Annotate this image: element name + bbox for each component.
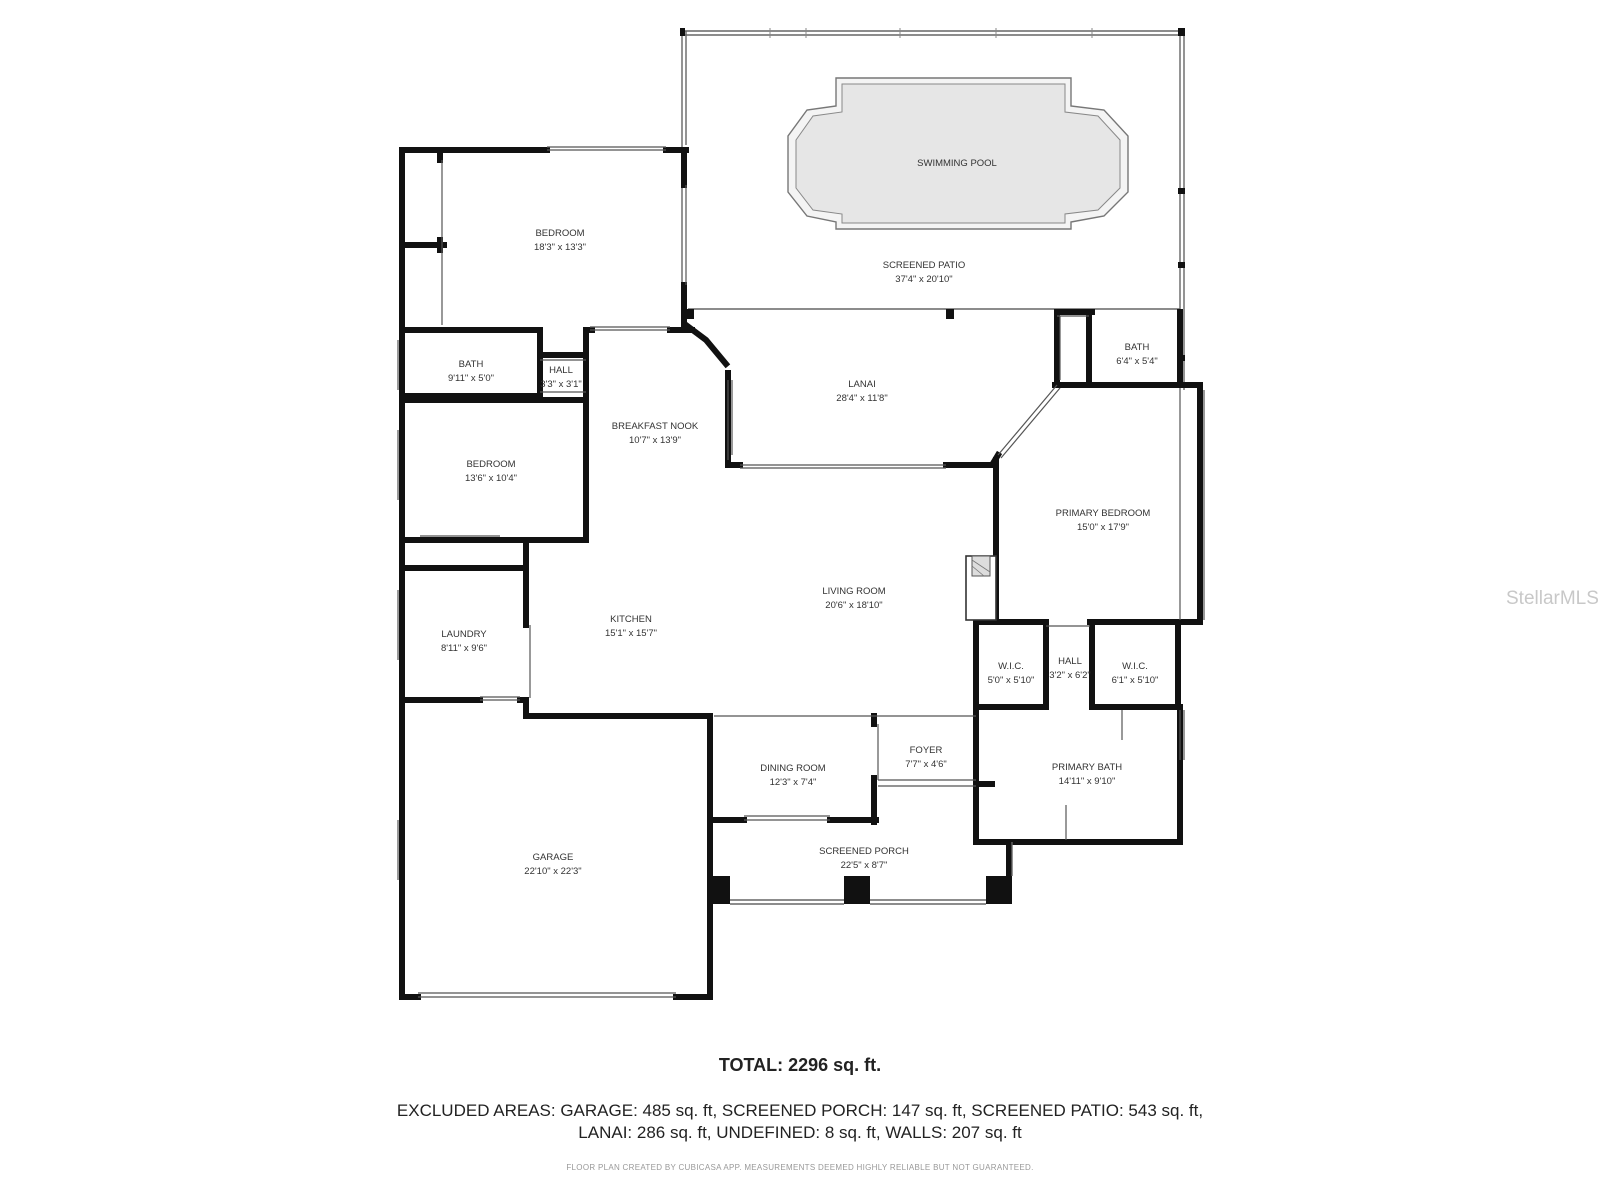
room-name-wic-2: W.I.C. [1122,661,1148,672]
room-dims-lanai: 28'4" x 11'8" [836,393,887,404]
room-name-dining-room: DINING ROOM [760,763,826,774]
excluded-areas-line-1: EXCLUDED AREAS: GARAGE: 485 sq. ft, SCRE… [396,1101,1204,1120]
room-dims-dining-room: 12'3" x 7'4" [770,777,817,788]
room-name-screened-porch: SCREENED PORCH [819,846,909,857]
room-dims-bedroom-w: 13'6" x 10'4" [465,473,517,484]
swimming-pool [787,77,1129,230]
screened-patio-enclosure [680,28,1185,390]
room-name-breakfast-nook: BREAKFAST NOOK [612,421,699,432]
room-dims-primary-bath: 14'11" x 9'10" [1059,776,1116,787]
room-name-bedroom-w: BEDROOM [466,459,515,470]
room-dims-breakfast-nook: 10'7" x 13'9" [629,435,681,446]
room-name-bath-e: BATH [1125,342,1150,353]
room-labels: BEDROOM 18'3" x 13'3" SCREENED PATIO 37'… [441,228,1158,877]
room-name-bedroom-nw: BEDROOM [535,228,584,239]
pool-label: SWIMMING POOL [917,158,997,169]
room-dims-hall-w: 3'3" x 3'1" [540,379,582,390]
room-dims-hall-e: 3'2" x 6'2" [1049,670,1091,681]
room-name-primary-bedroom: PRIMARY BEDROOM [1056,508,1151,519]
room-name-lanai: LANAI [848,379,875,390]
disclaimer: FLOOR PLAN CREATED BY CUBICASA APP. MEAS… [566,1163,1034,1172]
walls [399,147,1203,1000]
room-name-foyer: FOYER [910,745,943,756]
room-dims-bath-e: 6'4" x 5'4" [1116,356,1158,367]
room-dims-living-room: 20'6" x 18'10" [825,600,882,611]
room-dims-screened-patio: 37'4" x 20'10" [895,274,952,285]
screened-porch-enclosure [710,842,1013,905]
room-dims-foyer: 7'7" x 4'6" [905,759,947,770]
thin-lines [397,146,1205,998]
room-name-hall-w: HALL [549,365,573,376]
room-dims-bedroom-nw: 18'3" x 13'3" [534,242,586,253]
room-name-hall-e: HALL [1058,656,1082,667]
room-name-primary-bath: PRIMARY BATH [1052,762,1122,773]
room-name-wic-1: W.I.C. [998,661,1024,672]
excluded-areas-line-2: LANAI: 286 sq. ft, UNDEFINED: 8 sq. ft, … [578,1123,1022,1142]
room-dims-screened-porch: 22'5" x 8'7" [841,860,888,871]
excluded-areas: EXCLUDED AREAS: GARAGE: 485 sq. ft, SCRE… [330,1100,1270,1144]
room-name-bath-w: BATH [459,359,484,370]
room-dims-wic-2: 6'1" x 5'10" [1112,675,1159,686]
patio-post [946,309,954,319]
total-area: TOTAL: 2296 sq. ft. [718,1055,882,1075]
room-name-kitchen: KITCHEN [610,614,652,625]
room-name-garage: GARAGE [533,852,574,863]
room-dims-kitchen: 15'1" x 15'7" [605,628,657,639]
room-dims-laundry: 8'11" x 9'6" [441,643,487,654]
room-name-screened-patio: SCREENED PATIO [883,260,966,271]
watermark: StellarMLS [1506,588,1599,609]
room-name-laundry: LAUNDRY [441,629,487,640]
room-dims-garage: 22'10" x 22'3" [524,866,581,877]
room-dims-bath-w: 9'11" x 5'0" [448,373,494,384]
patio-post [686,309,694,319]
room-name-living-room: LIVING ROOM [822,586,885,597]
room-dims-wic-1: 5'0" x 5'10" [988,675,1035,686]
room-dims-primary-bedroom: 15'0" x 17'9" [1077,522,1129,533]
fireplace [965,555,997,621]
